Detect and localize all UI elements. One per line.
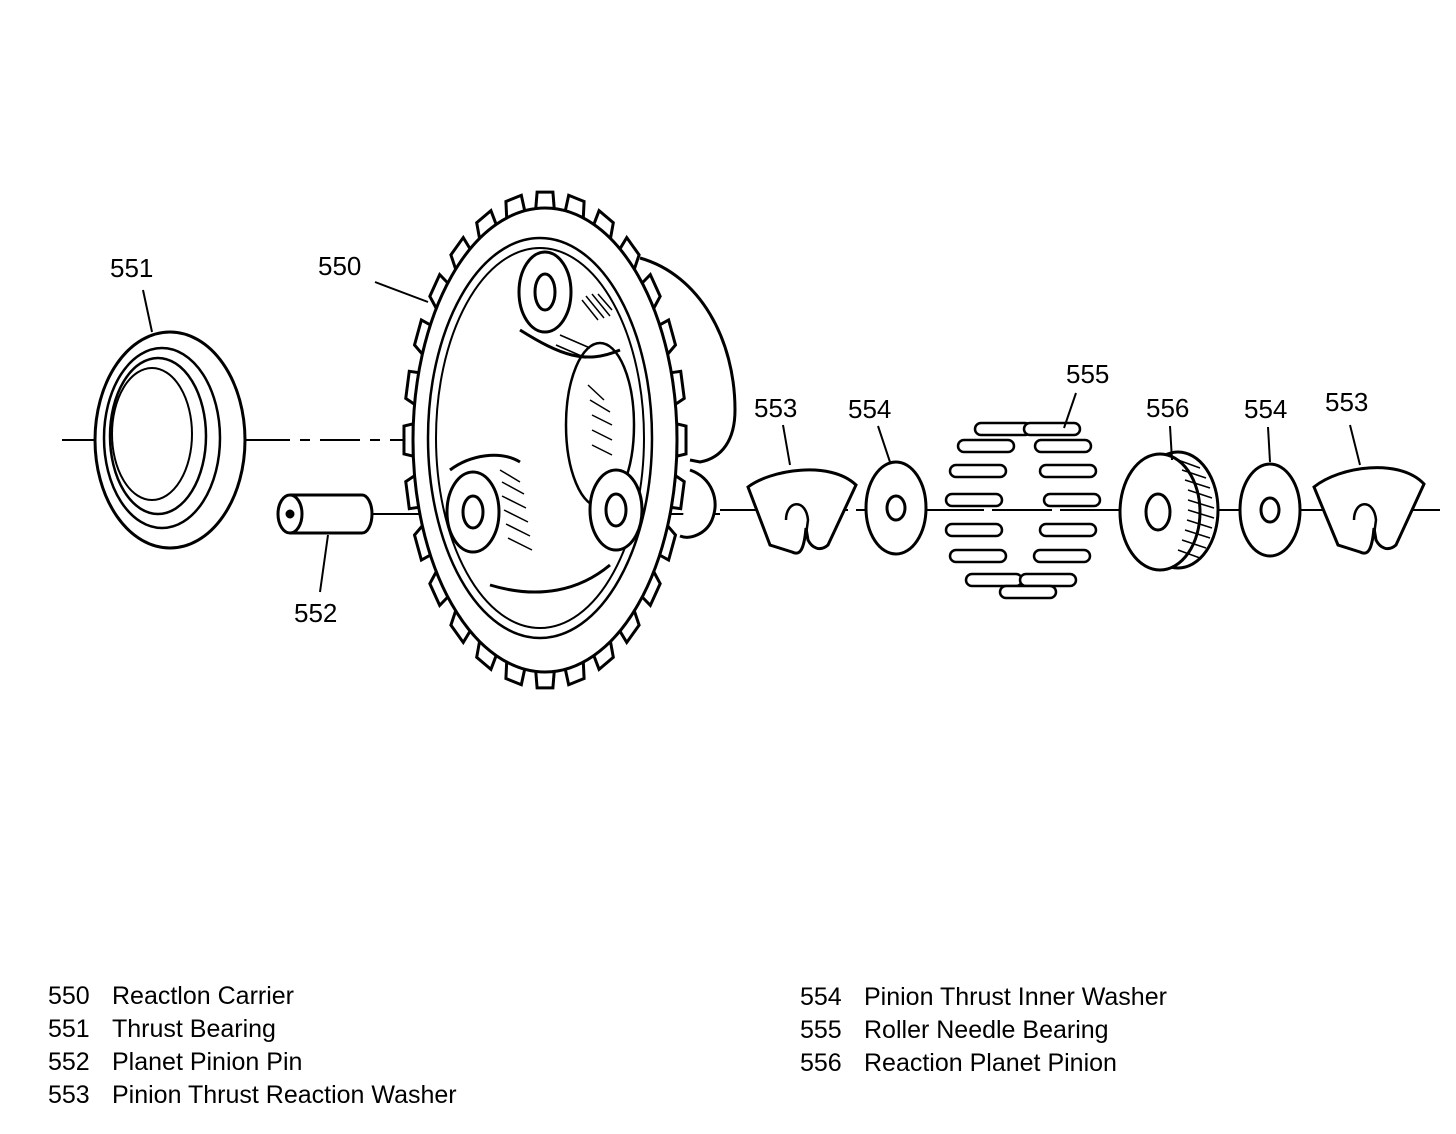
legend-label: Planet Pinion Pin bbox=[112, 1048, 303, 1076]
roller-needle bbox=[1022, 421, 1082, 437]
pinion-thrust-inner-washer-554-right bbox=[1238, 462, 1302, 558]
roller-needle bbox=[973, 421, 1033, 437]
legend-row: 552 Planet Pinion Pin bbox=[48, 1046, 457, 1079]
roller-needle bbox=[1032, 548, 1092, 564]
roller-needle bbox=[1042, 492, 1102, 508]
pinion-teeth-hatching bbox=[1177, 459, 1215, 559]
roller-needle bbox=[944, 492, 1004, 508]
legend-number: 553 bbox=[48, 1081, 90, 1109]
legend-label: Reaction Planet Pinion bbox=[864, 1049, 1117, 1077]
callout-554-right: 554 bbox=[1244, 394, 1287, 424]
legend-row: 555 Roller Needle Bearing bbox=[800, 1014, 1167, 1047]
reaction-carrier-550 bbox=[402, 190, 737, 690]
legend-number: 556 bbox=[800, 1049, 842, 1077]
legend-number: 550 bbox=[48, 982, 90, 1010]
callout-553-right: 553 bbox=[1325, 387, 1368, 417]
roller-needle bbox=[1038, 463, 1098, 479]
legend-number: 554 bbox=[800, 983, 842, 1011]
callout-labels: 551 550 552 553 554 555 556 554 553 bbox=[110, 251, 1368, 628]
roller-needle bbox=[956, 438, 1016, 454]
parts-legend-left: 550 Reactlon Carrier 551 Thrust Bearing 55… bbox=[48, 980, 457, 1112]
roller-needle bbox=[1033, 438, 1093, 454]
roller-needle-bearing-555 bbox=[944, 421, 1102, 600]
roller-needle bbox=[998, 584, 1058, 600]
legend-label: Pinion Thrust Inner Washer bbox=[864, 983, 1167, 1011]
callout-553-left: 553 bbox=[754, 393, 797, 423]
legend-label: Thrust Bearing bbox=[112, 1015, 276, 1043]
leader-lines bbox=[142, 281, 1361, 593]
roller-needle bbox=[948, 548, 1008, 564]
callout-555: 555 bbox=[1066, 359, 1109, 389]
legend-row: 550 Reactlon Carrier bbox=[48, 980, 457, 1013]
thrust-bearing-551 bbox=[93, 330, 247, 550]
legend-label: Roller Needle Bearing bbox=[864, 1016, 1109, 1044]
legend-row: 554 Pinion Thrust Inner Washer bbox=[800, 981, 1167, 1014]
callout-550: 550 bbox=[318, 251, 361, 281]
legend-number: 552 bbox=[48, 1048, 90, 1076]
callout-554-left: 554 bbox=[848, 394, 891, 424]
carrier-spline-tooth bbox=[534, 669, 556, 690]
pinion-thrust-inner-washer-554-left bbox=[864, 460, 928, 556]
parts-legend-right: 554 Pinion Thrust Inner Washer 555 Roller … bbox=[800, 981, 1167, 1080]
roller-needle bbox=[1018, 572, 1078, 588]
legend-row: 556 Reaction Planet Pinion bbox=[800, 1047, 1167, 1080]
legend-row: 551 Thrust Bearing bbox=[48, 1013, 457, 1046]
roller-needle bbox=[944, 522, 1004, 538]
callout-551: 551 bbox=[110, 253, 153, 283]
axis-lines bbox=[62, 439, 1440, 515]
pinion-thrust-reaction-washer-553-right bbox=[1312, 466, 1426, 555]
roller-needle bbox=[948, 463, 1008, 479]
callout-552: 552 bbox=[294, 598, 337, 628]
callout-556: 556 bbox=[1146, 393, 1189, 423]
planet-pinion-pin-552 bbox=[276, 493, 374, 535]
legend-number: 551 bbox=[48, 1015, 90, 1043]
roller-needle bbox=[964, 572, 1024, 588]
legend-label: Reactlon Carrier bbox=[112, 982, 295, 1010]
roller-needle bbox=[1038, 522, 1098, 538]
pinion-thrust-reaction-washer-553-left bbox=[746, 468, 858, 555]
reaction-planet-pinion-556 bbox=[1118, 450, 1220, 572]
legend-number: 555 bbox=[800, 1016, 842, 1044]
legend-label: Pinion Thrust Reaction Washer bbox=[112, 1081, 457, 1109]
legend-row: 553 Pinion Thrust Reaction Washer bbox=[48, 1079, 457, 1112]
carrier-spline-tooth bbox=[534, 190, 556, 211]
